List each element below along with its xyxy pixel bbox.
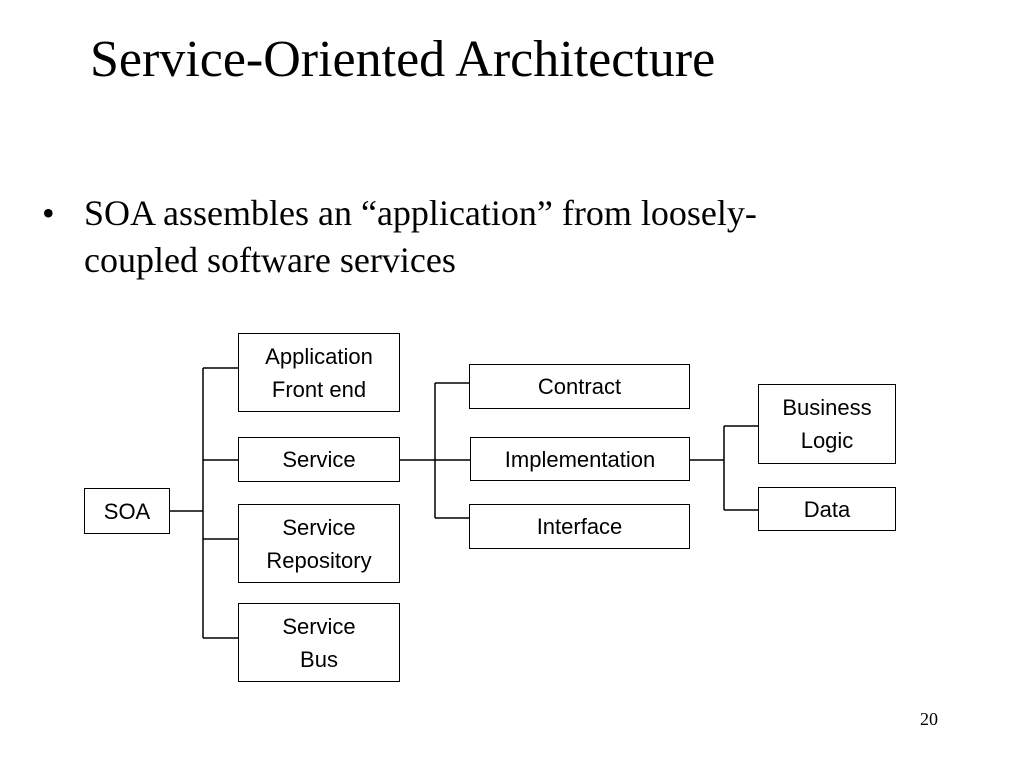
- bullet-symbol: •: [42, 193, 55, 233]
- service-repository-line-1: Service: [282, 514, 356, 540]
- data-box: Data: [758, 487, 896, 531]
- service-repository-line-2: Repository: [266, 547, 372, 573]
- contract-label: Contract: [537, 374, 622, 399]
- interface-label: Interface: [536, 514, 623, 539]
- service-bus-line-2: Bus: [300, 646, 338, 672]
- service-bus-line-1: Service: [282, 613, 356, 639]
- business-logic-line-2: Logic: [800, 428, 854, 453]
- page-number: 20: [920, 709, 938, 729]
- service-box: Service: [238, 437, 400, 482]
- service-label: Service: [282, 447, 356, 472]
- slide-title: Service-Oriented Architecture: [90, 31, 716, 88]
- service-bus-box: Service Bus: [238, 603, 400, 682]
- implementation-box: Implementation: [470, 437, 690, 481]
- business-logic-line-1: Business: [782, 395, 872, 420]
- implementation-label: Implementation: [504, 446, 656, 472]
- app-frontend-line-2: Front end: [271, 376, 367, 402]
- business-logic-box: Business Logic: [758, 384, 896, 464]
- data-label: Data: [803, 496, 851, 522]
- contract-box: Contract: [469, 364, 690, 409]
- bullet-line-1: SOA assembles an “application” from loos…: [84, 193, 757, 233]
- service-repository-box: Service Repository: [238, 504, 400, 583]
- bullet-text: SOA assembles an “application” from loos…: [84, 190, 984, 284]
- bullet-line-2: coupled software services: [84, 239, 456, 280]
- soa-box: SOA: [84, 488, 170, 534]
- app-frontend-box: Application Front end: [238, 333, 400, 412]
- app-frontend-line-1: Application: [265, 343, 373, 369]
- interface-box: Interface: [469, 504, 690, 549]
- soa-label: SOA: [103, 498, 151, 524]
